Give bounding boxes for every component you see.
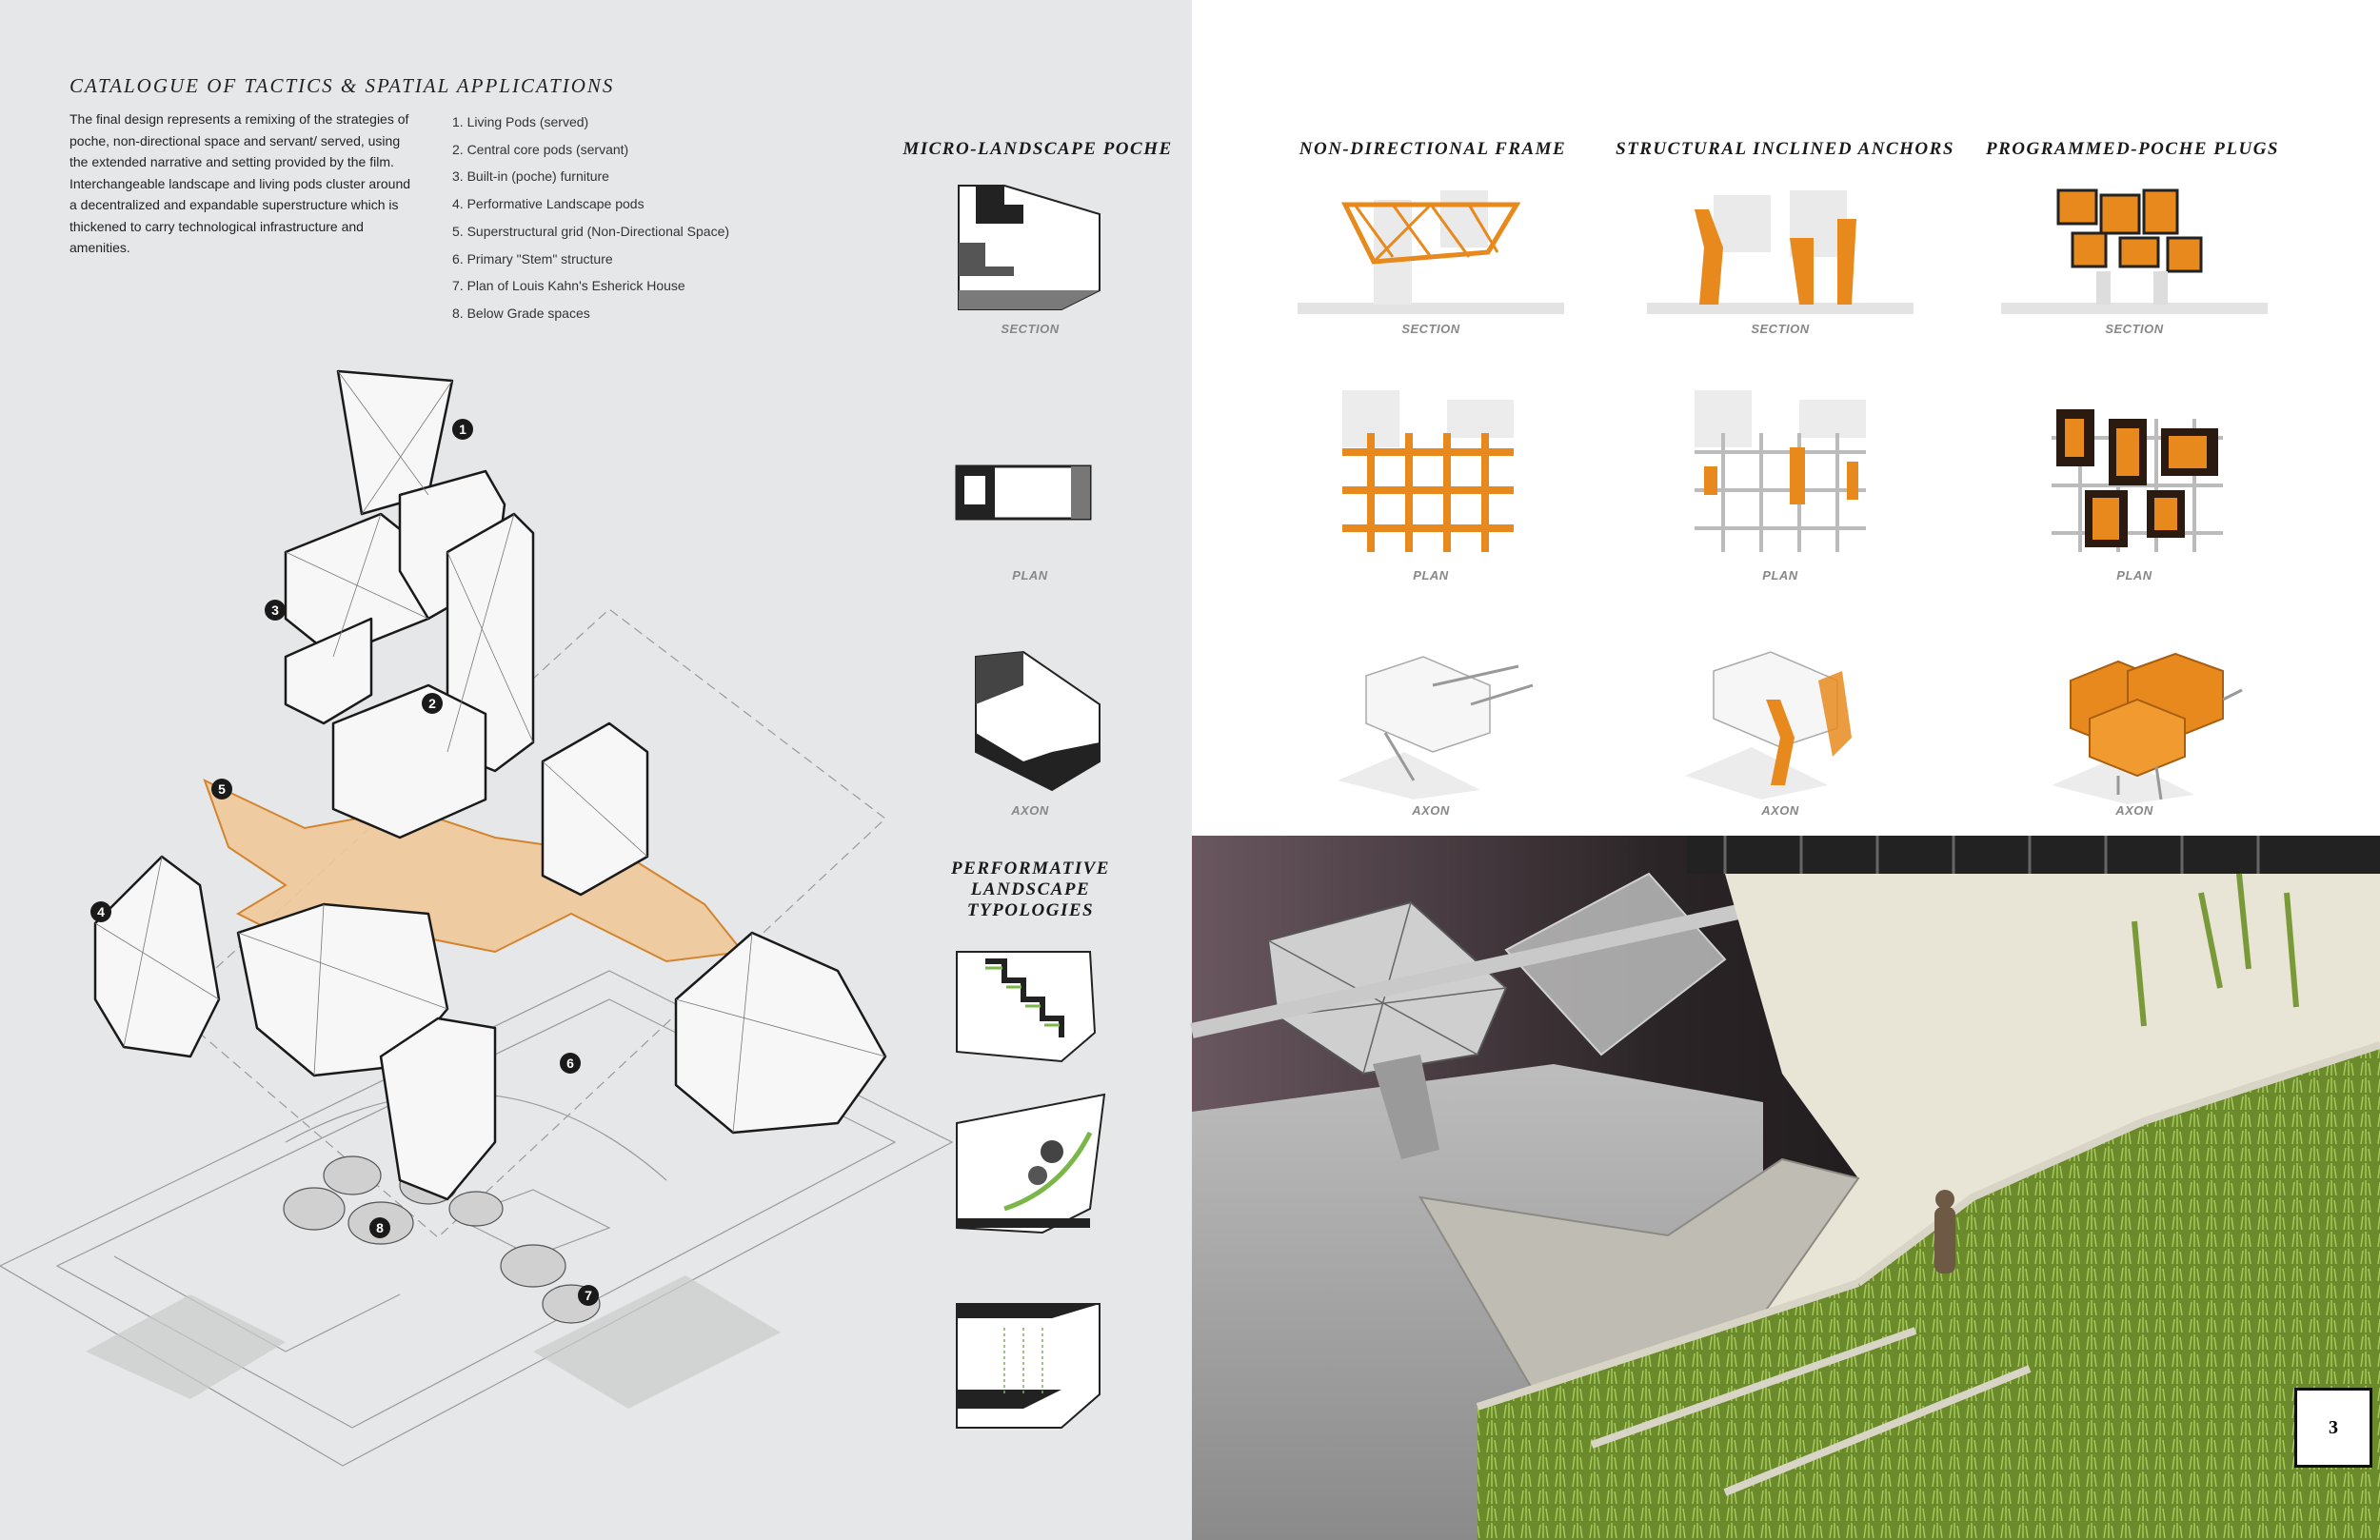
micro-plan-diagram: [955, 464, 1092, 521]
column-heading-poche-plugs: PROGRAMMED-POCHE PLUGS: [1986, 139, 2279, 159]
marker-label: 8: [376, 1220, 384, 1235]
micro-landscape-heading: MICRO-LANDSCAPE POCHE: [902, 139, 1173, 159]
page-title: CATALOGUE OF TACTICS & SPATIAL APPLICATI…: [69, 74, 615, 97]
micro-section-caption: SECTION: [1001, 322, 1060, 336]
plugs-section-caption: SECTION: [2105, 322, 2164, 336]
column-heading-inclined-anchors: STRUCTURAL INCLINED ANCHORS: [1616, 139, 1954, 159]
plugs-section-diagram: [2001, 188, 2268, 314]
intro-paragraph: The final design represents a remixing o…: [69, 111, 411, 255]
performative-typology-3: [956, 1303, 1101, 1429]
pod-wireframe: [94, 370, 886, 1134]
frame-section-caption: SECTION: [1401, 322, 1460, 336]
main-axonometric-drawing: 1 2 3 4 5 6 7 8: [0, 369, 954, 1467]
roof-framework: [1687, 836, 2380, 874]
living-pods: [93, 369, 887, 1201]
plugs-axon-caption: AXON: [2115, 803, 2153, 818]
column-heading-non-directional: NON-DIRECTIONAL FRAME: [1299, 139, 1567, 159]
marker-label: 6: [566, 1056, 574, 1071]
anchors-plan-diagram: [1695, 390, 1866, 552]
performative-heading-line: LANDSCAPE: [970, 879, 1091, 899]
pod-support-stem: [1373, 1055, 1439, 1159]
frame-axon-caption: AXON: [1412, 803, 1450, 818]
anchors-axon-diagram: [1685, 651, 1852, 800]
performative-typology-1: [956, 951, 1097, 1063]
anchors-axon-caption: AXON: [1761, 803, 1799, 818]
frame-plan-caption: PLAN: [1413, 568, 1449, 582]
micro-section-diagram: [958, 185, 1101, 310]
performative-heading-line: PERFORMATIVE: [951, 859, 1110, 879]
micro-axon-diagram: [975, 650, 1101, 792]
micro-plan-caption: PLAN: [1012, 568, 1048, 582]
anchors-plan-caption: PLAN: [1762, 568, 1798, 582]
legend-item: 2. Central core pods (servant): [452, 141, 629, 157]
legend-item: 1. Living Pods (served): [452, 114, 589, 129]
marker-label: 5: [218, 781, 226, 797]
lunar-greenhouse-rendering: [1190, 836, 2380, 1540]
marker-circles: [90, 419, 599, 1306]
figure-silhouette: [1934, 1207, 1955, 1273]
anchors-section-caption: SECTION: [1751, 322, 1810, 336]
ground-shadows: [86, 1275, 781, 1409]
legend-item: 3. Built-in (poche) furniture: [452, 168, 609, 185]
page-number: 3: [2294, 1388, 2372, 1468]
legend-list: 1. Living Pods (served) 2. Central core …: [452, 109, 729, 327]
frame-plan-diagram: [1342, 390, 1514, 552]
legend-item: 5. Superstructural grid (Non-Directional…: [452, 223, 730, 239]
frame-axon-diagram: [1338, 656, 1534, 800]
performative-heading: PERFORMATIVE LANDSCAPE TYPOLOGIES: [914, 859, 1147, 921]
performative-typology-2: [956, 1093, 1106, 1234]
plugs-plan-diagram: [2052, 409, 2223, 552]
frame-section-diagram: [1298, 190, 1564, 314]
legend-item: 8. Below Grade spaces: [452, 305, 590, 321]
marker-label: 2: [428, 696, 436, 711]
marker-label: 3: [271, 602, 279, 618]
legend-item: 6. Primary "Stem" structure: [452, 250, 613, 267]
marker-label: 4: [97, 904, 105, 919]
performative-heading-line: TYPOLOGIES: [966, 900, 1095, 920]
marker-labels: 1 2 3 4 5 6 7 8: [97, 422, 592, 1303]
legend-item: 7. Plan of Louis Kahn's Esherick House: [452, 278, 685, 294]
plugs-plan-caption: PLAN: [2116, 568, 2152, 582]
marker-label: 1: [459, 422, 466, 437]
micro-axon-caption: AXON: [1011, 803, 1049, 818]
plugs-axon-diagram: [2052, 652, 2243, 804]
marker-label: 7: [585, 1288, 592, 1303]
legend-item: 4. Performative Landscape pods: [452, 196, 645, 212]
terraced-planters: [1478, 1045, 2380, 1540]
anchors-section-diagram: [1647, 190, 1914, 314]
